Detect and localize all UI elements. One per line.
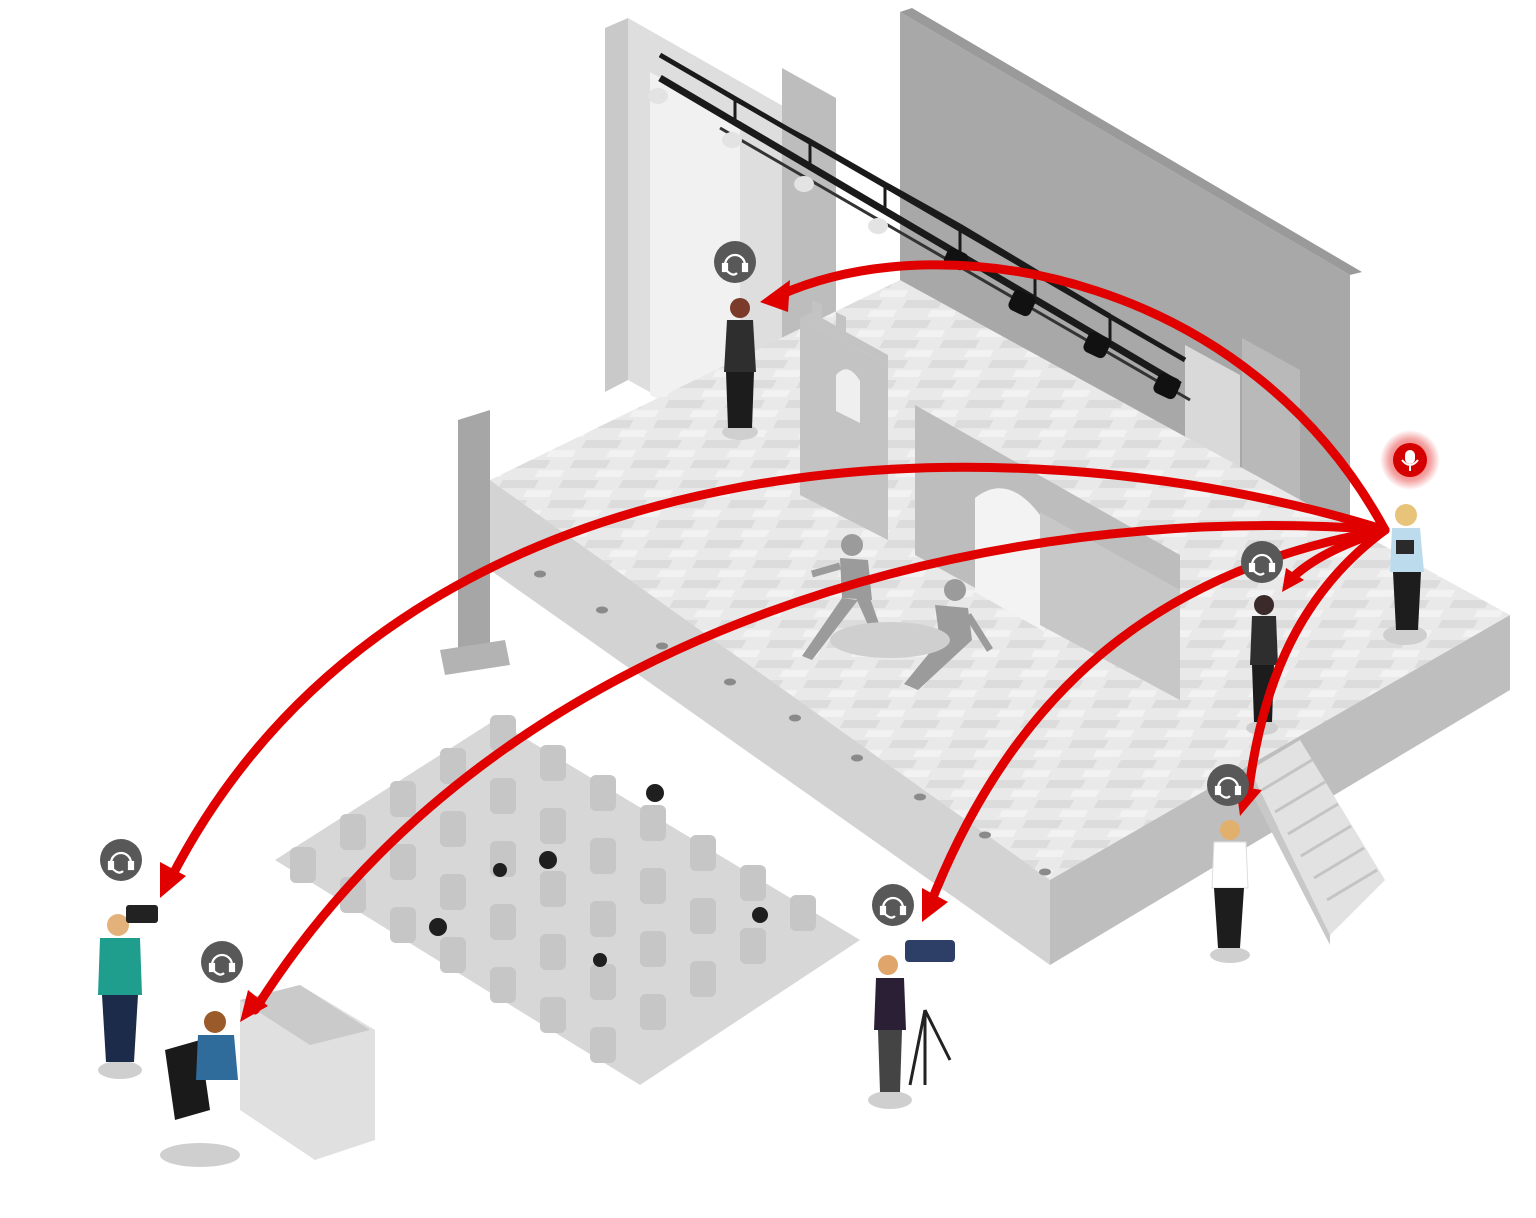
listener-badge-usher <box>1207 764 1249 806</box>
arrow-to-tripod-camera <box>925 525 1390 910</box>
stagehand-wing <box>1246 595 1278 735</box>
listener-badge-tripod-camera <box>872 884 914 926</box>
intercom-arrows <box>165 260 1390 1015</box>
stage-spotlights <box>648 88 1181 400</box>
headset-icon <box>1214 776 1242 799</box>
sound-engineer-console <box>160 985 375 1167</box>
camera-operator-tripod <box>868 940 955 1109</box>
audience-heads <box>429 784 768 967</box>
camera-operator-handheld <box>98 905 158 1079</box>
stage-manager-talker <box>1383 504 1427 645</box>
arrow-to-actor-upstage <box>775 260 1390 535</box>
listener-badge-sound-engineer <box>201 941 243 983</box>
stage-footlights <box>534 570 1051 876</box>
listener-badge-actor-upstage <box>714 241 756 283</box>
listener-badge-stagehand <box>1241 541 1283 583</box>
castle-set-piece <box>800 300 1180 700</box>
actor-upstage <box>722 298 758 440</box>
seat-row-2 <box>440 748 766 964</box>
headset-icon <box>721 253 749 276</box>
headset-icon <box>208 953 236 976</box>
listener-badge-handheld-camera <box>100 839 142 881</box>
talker-badge <box>1380 430 1440 490</box>
arrow-to-sound-engineer <box>250 521 1390 1015</box>
headset-icon <box>1248 553 1276 576</box>
arrow-to-stagehand <box>1285 525 1390 585</box>
arrow-to-usher <box>1243 525 1390 800</box>
microphone-icon <box>1401 450 1419 471</box>
usher-stairs <box>1210 820 1250 963</box>
seat-row-5 <box>290 847 616 1063</box>
seat-row-3 <box>390 781 716 997</box>
headset-icon <box>879 896 907 919</box>
stage-column <box>440 410 510 675</box>
stage-stairs <box>1250 740 1385 945</box>
seat-row-4 <box>340 814 666 1030</box>
headset-icon <box>107 851 135 874</box>
arrow-heads <box>160 280 1304 1022</box>
arrow-to-handheld-camera <box>165 462 1390 885</box>
seat-row-1 <box>490 715 816 931</box>
